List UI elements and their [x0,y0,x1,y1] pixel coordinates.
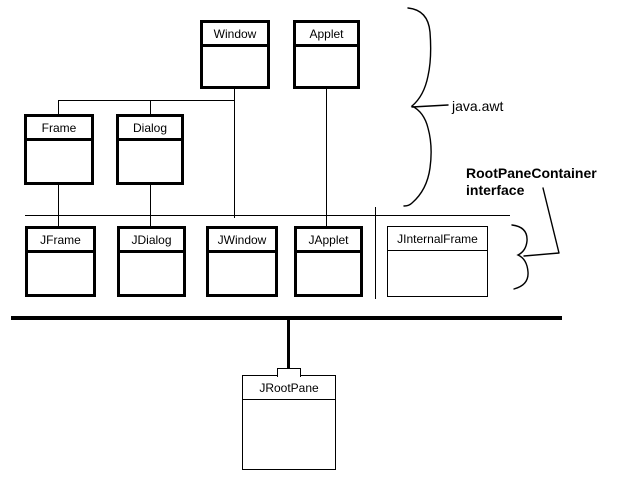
class-body-jframe [28,253,93,294]
class-box-frame[interactable]: Frame [24,114,94,185]
class-body-applet [296,47,357,86]
separator-internalframe-divider [375,207,376,299]
class-name-jframe: JFrame [28,229,93,253]
class-box-window[interactable]: Window [200,20,270,89]
class-body-jrootpane [243,400,335,469]
connector-applet-japplet [326,88,327,226]
annotation-rootpanecontainer-line2: interface [466,182,525,198]
class-name-applet: Applet [296,23,357,47]
class-body-dialog [119,141,181,182]
annotation-rootpanecontainer-line1: RootPaneContainer [466,165,597,181]
connector-frame-jframe [58,185,59,226]
brace-java-awt [403,7,432,207]
class-name-dialog: Dialog [119,117,181,141]
class-name-window: Window [203,23,267,47]
connector-to-frame [58,100,59,115]
class-name-jwindow: JWindow [209,229,275,253]
class-name-jrootpane: JRootPane [243,376,335,400]
class-box-jinternalframe[interactable]: JInternalFrame [387,226,488,297]
class-name-jinternalframe: JInternalFrame [388,227,487,251]
connector-window-bus [58,100,235,101]
class-name-jdialog: JDialog [120,229,183,253]
class-name-frame: Frame [27,117,91,141]
class-body-jinternalframe [388,251,487,296]
class-body-japplet [297,253,360,294]
connector-dialog-jdialog [150,185,151,226]
connector-rootpane-stem [287,318,290,370]
class-body-frame [27,141,91,182]
class-body-window [203,47,267,86]
class-box-dialog[interactable]: Dialog [116,114,184,185]
class-box-jdialog[interactable]: JDialog [117,226,186,297]
class-box-jframe[interactable]: JFrame [25,226,96,297]
class-body-jdialog [120,253,183,294]
class-body-jwindow [209,253,275,294]
class-box-jwindow[interactable]: JWindow [206,226,278,297]
separator-rootpane-top [11,316,562,320]
leader-java-awt [411,104,449,108]
class-box-japplet[interactable]: JApplet [294,226,363,297]
annotation-rootpanecontainer: RootPaneContainer interface [466,165,597,199]
annotation-java-awt: java.awt [452,98,504,114]
class-box-applet[interactable]: Applet [293,20,360,89]
class-tab-jrootpane [277,368,301,377]
class-name-japplet: JApplet [297,229,360,253]
connector-window-down [234,88,235,218]
class-box-jrootpane[interactable]: JRootPane [242,375,336,470]
connector-to-dialog [150,100,151,115]
separator-swing-top [25,215,510,216]
brace-rootpanecontainer [511,224,529,290]
